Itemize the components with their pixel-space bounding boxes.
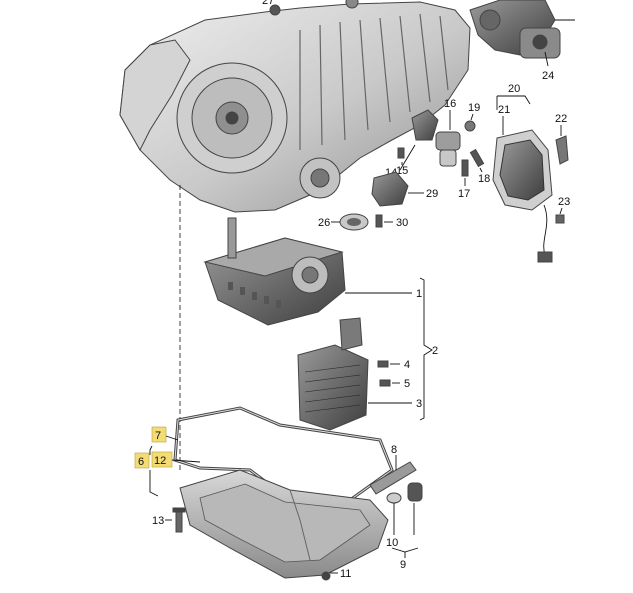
label-13: 13 (152, 515, 164, 527)
label-27: 27 (262, 0, 274, 7)
label-11: 11 (340, 568, 351, 580)
transmission-housing (119, 0, 471, 213)
label-5: 5 (404, 378, 410, 390)
sensor-29 (371, 171, 409, 207)
bolt-30 (375, 214, 383, 228)
bolt-17 (461, 159, 469, 177)
seal-26 (339, 213, 369, 231)
label-2: 2 (432, 345, 438, 357)
bolt-5 (379, 379, 391, 387)
label-12: 12 (154, 455, 166, 467)
label-29: 29 (426, 188, 438, 200)
label-30: 30 (396, 217, 408, 229)
control-unit (297, 317, 369, 431)
label-7: 7 (155, 430, 161, 442)
bolt-18 (469, 148, 485, 168)
valve-body (203, 217, 346, 326)
label-15: 15 (396, 165, 408, 177)
label-9: 9 (400, 559, 406, 571)
label-3: 3 (416, 398, 422, 410)
oil-pan (179, 469, 389, 581)
label-10: 10 (386, 537, 398, 549)
highlight-6 (134, 452, 150, 469)
harness-23 (537, 204, 565, 263)
label-19: 19 (468, 102, 480, 114)
label-20: 20 (508, 83, 520, 95)
highlight-7 (151, 426, 167, 443)
actuator-assembly (469, 0, 561, 59)
label-22: 22 (555, 113, 567, 125)
sensor-14 (411, 109, 439, 141)
label-18: 18 (478, 173, 490, 185)
label-17: 17 (458, 188, 470, 200)
plug-19 (464, 120, 476, 132)
overflow-tube (369, 461, 417, 495)
label-16: 16 (444, 98, 456, 110)
sensor-16 (435, 131, 461, 167)
label-8: 8 (391, 444, 397, 456)
seal-10 (386, 482, 423, 504)
cover-20 (492, 129, 553, 211)
label-24: 24 (542, 70, 554, 82)
bolt-15 (397, 147, 405, 159)
bolt-13 (172, 507, 186, 533)
label-23: 23 (558, 196, 570, 208)
label-1: 1 (416, 288, 422, 300)
label-21: 21 (498, 104, 510, 116)
label-4: 4 (404, 359, 410, 371)
highlight-labels: 7 12 6 (134, 426, 173, 469)
label-26: 26 (318, 217, 330, 229)
label-6: 6 (138, 456, 144, 468)
bolt-4 (377, 360, 389, 368)
clip-22 (555, 135, 569, 165)
highlight-12 (151, 451, 173, 468)
